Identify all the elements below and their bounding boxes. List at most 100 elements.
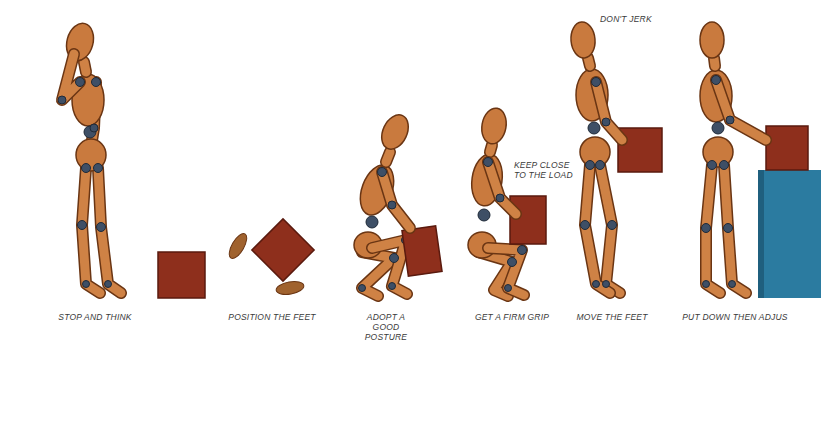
callout-note: DON'T JERK bbox=[600, 14, 680, 24]
mannequin-placing bbox=[700, 22, 746, 293]
mannequin-arm-part bbox=[378, 168, 387, 177]
mannequin-placing-part bbox=[712, 122, 724, 134]
footprints-part bbox=[275, 280, 305, 297]
mannequin-arm-part bbox=[716, 80, 766, 140]
mannequin-thinking-part bbox=[58, 96, 66, 104]
mannequin-arm bbox=[712, 76, 767, 141]
load-box bbox=[766, 126, 808, 170]
mannequin-squatting-part bbox=[372, 240, 407, 294]
mannequin-arm-part bbox=[382, 172, 410, 228]
load-box bbox=[158, 252, 205, 298]
mannequin-walking-part bbox=[585, 165, 610, 293]
mannequin-thinking-part bbox=[84, 62, 86, 72]
mannequin-arm-part bbox=[592, 78, 601, 87]
step-caption: POSITION THE FEET bbox=[220, 312, 324, 322]
mannequin-arm-part bbox=[602, 118, 610, 126]
mannequin-placing-part bbox=[703, 137, 733, 167]
step-caption: STOP AND THINK bbox=[49, 312, 141, 322]
mannequin-squatting-part bbox=[359, 285, 366, 292]
mannequin-placing-part bbox=[714, 58, 715, 66]
mannequin-thinking-part bbox=[97, 223, 106, 232]
mannequin-thinking-part bbox=[105, 281, 112, 288]
bench-edge bbox=[758, 170, 764, 298]
step-caption: PUT DOWN THEN ADJUS bbox=[665, 312, 805, 322]
mannequin-walking-part bbox=[581, 221, 590, 230]
mannequin-thinking-part bbox=[62, 54, 80, 100]
mannequin-arm bbox=[378, 168, 411, 229]
mannequin-squatting-part bbox=[372, 240, 407, 294]
mannequin-placing-part bbox=[702, 224, 711, 233]
mannequin-arm-part bbox=[716, 80, 766, 140]
load-box bbox=[252, 219, 314, 281]
mannequin-squatting-part bbox=[389, 283, 396, 290]
mannequin-squatting-part bbox=[386, 152, 390, 162]
mannequin-walking-part bbox=[600, 165, 620, 293]
mannequin-walking-part bbox=[585, 165, 610, 293]
callout-note: KEEP CLOSE TO THE LOAD bbox=[514, 160, 578, 180]
mannequin-placing-part bbox=[708, 161, 717, 170]
mannequin-thinking-part bbox=[82, 164, 91, 173]
mannequin-walking bbox=[569, 21, 620, 293]
mannequin-walking-part bbox=[588, 122, 600, 134]
mannequin-thinking-part bbox=[92, 78, 101, 87]
mannequin-gripping-part bbox=[478, 209, 490, 221]
mannequin-arm-part bbox=[484, 158, 493, 167]
mannequin-placing-part bbox=[714, 58, 715, 66]
mannequin-placing-part bbox=[724, 165, 746, 293]
mannequin-walking-part bbox=[569, 21, 596, 59]
mannequin-arm bbox=[484, 158, 517, 215]
mannequin-placing-part bbox=[703, 281, 710, 288]
mannequin-thinking-part bbox=[62, 54, 80, 100]
mannequin-thinking-part bbox=[76, 78, 85, 87]
mannequin-squatting-part bbox=[377, 111, 414, 154]
step-caption: GET A FIRM GRIP bbox=[466, 312, 558, 322]
mannequin-walking-part bbox=[588, 58, 590, 66]
mannequin-walking-part bbox=[603, 281, 610, 288]
mannequin-gripping-part bbox=[505, 285, 512, 292]
mannequin-arm bbox=[592, 78, 623, 141]
mannequin-thinking-part bbox=[83, 281, 90, 288]
mannequin-placing-part bbox=[724, 224, 733, 233]
mannequin-gripping-part bbox=[490, 145, 492, 152]
mannequin-arm-part bbox=[712, 76, 721, 85]
mannequin-walking-part bbox=[608, 221, 617, 230]
mannequin-squatting-part bbox=[386, 152, 390, 162]
mannequin-thinking-part bbox=[94, 164, 103, 173]
mannequin-arm-part bbox=[388, 201, 396, 209]
mannequin-gripping-part bbox=[518, 246, 527, 255]
mannequin-squatting bbox=[354, 111, 413, 296]
mannequin-thinking-part bbox=[84, 62, 86, 72]
mannequin-walking-part bbox=[600, 165, 620, 293]
mannequin-arm-part bbox=[382, 172, 410, 228]
mannequin-squatting-part bbox=[390, 254, 399, 263]
mannequin-walking-part bbox=[586, 161, 595, 170]
step-caption: MOVE THE FEET bbox=[566, 312, 658, 322]
mannequin-gripping-part bbox=[488, 248, 524, 295]
mannequin-walking-part bbox=[596, 161, 605, 170]
step-caption: ADOPT A GOOD POSTURE bbox=[353, 312, 419, 343]
mannequin-walking-part bbox=[593, 281, 600, 288]
footprints-part bbox=[226, 231, 250, 261]
mannequin-walking-part bbox=[588, 58, 590, 66]
mannequin-thinking-part bbox=[82, 168, 100, 293]
mannequin-thinking-part bbox=[90, 124, 98, 132]
mannequin-arm-part bbox=[488, 162, 516, 214]
mannequin-arm-part bbox=[496, 194, 504, 202]
mannequin-arm-part bbox=[726, 116, 734, 124]
mannequin-gripping-part bbox=[490, 145, 492, 152]
mannequin-thinking-part bbox=[72, 74, 104, 126]
mannequin-arm-part bbox=[596, 82, 622, 140]
mannequin-gripping-part bbox=[488, 248, 524, 295]
mannequin-thinking bbox=[58, 20, 121, 293]
mannequin-placing-part bbox=[724, 165, 746, 293]
bench bbox=[758, 170, 821, 298]
mannequin-gripping-part bbox=[508, 258, 517, 267]
mannequin-squatting-part bbox=[366, 216, 378, 228]
mannequin-thinking-part bbox=[78, 221, 87, 230]
mannequin-gripping-part bbox=[479, 106, 509, 146]
mannequin-placing-part bbox=[729, 281, 736, 288]
mannequin-arm-part bbox=[596, 82, 622, 140]
